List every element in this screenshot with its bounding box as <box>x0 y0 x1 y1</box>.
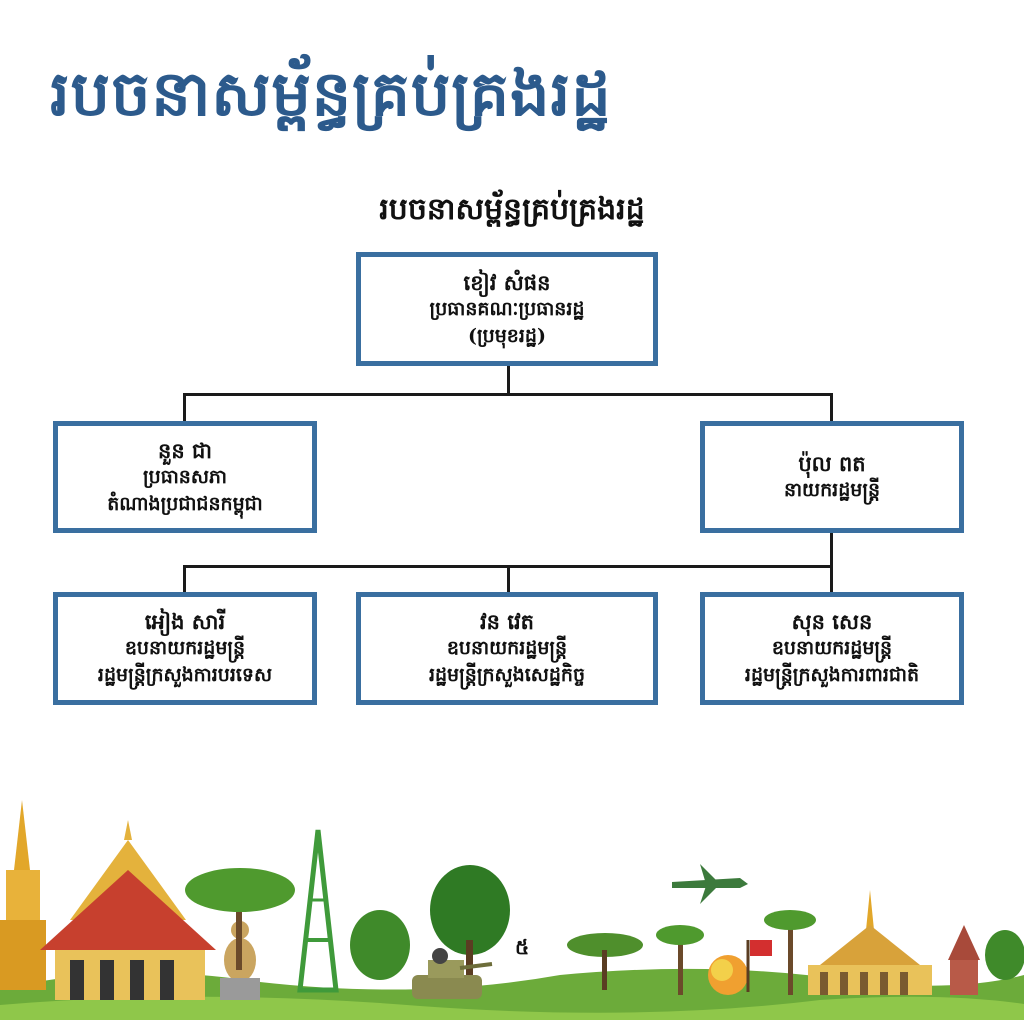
head-of-state-subtitle: (ប្រមុខរដ្ឋ) <box>468 324 546 347</box>
umbrella-tree-icon <box>567 933 643 990</box>
page-title: របចនាសម្ព័ន្ធគ្រប់គ្រងរដ្ឋ <box>50 57 612 130</box>
palm-tree-icon <box>656 925 704 995</box>
deputy-pm-defense-name: សុន សេន <box>791 609 873 634</box>
prime-minister-title: នាយករដ្ឋមន្ត្រី <box>783 479 881 501</box>
deputy-pm-foreign-title: ឧបនាយករដ្ឋមន្ត្រី <box>124 637 246 659</box>
assembly-president-box: នួន ជា ប្រធានសភា តំណាងប្រជាជនកម្ពុជា <box>53 421 317 533</box>
diagram-title: របចនាសម្ព័ន្ធគ្រប់គ្រងរដ្ឋ <box>379 192 645 227</box>
decorative-landscape-illustration <box>0 800 1024 1020</box>
connector-to-bottom-left <box>183 565 186 593</box>
connector-top-vertical <box>507 365 510 395</box>
assembly-president-subtitle: តំណាងប្រជាជនកម្ពុជា <box>107 492 263 515</box>
prime-minister-name: ប៉ុល ពត <box>798 451 866 476</box>
connector-to-bottom-middle <box>507 565 510 593</box>
connector-top-horizontal <box>183 393 833 396</box>
deputy-pm-economy-title: ឧបនាយករដ្ឋមន្ត្រី <box>446 637 568 659</box>
temple-icon <box>40 820 216 1000</box>
tree-icon <box>185 868 295 970</box>
independence-monument-icon <box>948 925 980 995</box>
deputy-pm-foreign-name: អៀង សារី <box>144 609 226 634</box>
connector-to-right-box <box>830 393 833 423</box>
assembly-president-title: ប្រធានសភា <box>142 465 228 488</box>
prime-minister-box: ប៉ុល ពត នាយករដ្ឋមន្ត្រី <box>700 421 964 533</box>
deputy-pm-defense-title: ឧបនាយករដ្ឋមន្ត្រី <box>771 637 893 659</box>
royal-palace-icon <box>808 890 932 995</box>
deputy-pm-foreign-ministry: រដ្ឋមន្ត្រីក្រសួងការបរទេស <box>97 664 273 686</box>
connector-right-down <box>830 532 833 592</box>
tree-icon-right <box>985 930 1024 980</box>
deputy-pm-foreign-box: អៀង សារី ឧបនាយករដ្ឋមន្ត្រី រដ្ឋមន្ត្រីក្… <box>53 592 317 705</box>
head-of-state-box: ខៀវ សំផន ប្រធានគណៈប្រធានរដ្ឋ (ប្រមុខរដ្ឋ… <box>356 252 658 366</box>
deputy-pm-defense-ministry: រដ្ឋមន្ត្រីក្រសួងការពារជាតិ <box>744 664 920 686</box>
flag-icon <box>746 940 772 992</box>
eiffel-tower-icon <box>297 829 339 993</box>
deputy-pm-economy-name: វន វេត <box>480 609 534 634</box>
deputy-pm-defense-box: សុន សេន ឧបនាយករដ្ឋមន្ត្រី រដ្ឋមន្ត្រីក្រ… <box>700 592 964 705</box>
stupa-icon <box>0 800 46 990</box>
assembly-president-name: នួន ជា <box>158 437 212 463</box>
palm-trees-icon <box>764 910 816 995</box>
explosion-icon <box>708 955 748 995</box>
head-of-state-title: ប្រធានគណៈប្រធានរដ្ឋ <box>429 297 585 320</box>
connector-to-left-box <box>183 393 186 423</box>
tank-icon <box>412 948 493 999</box>
grass-ground-light <box>0 996 1024 1020</box>
deputy-pm-economy-ministry: រដ្ឋមន្ត្រីក្រសួងសេដ្ឋកិច្ច <box>428 664 586 686</box>
head-of-state-name: ខៀវ សំផន <box>463 269 551 295</box>
page-number: ៥ <box>515 935 530 959</box>
deputy-pm-economy-box: វន វេត ឧបនាយករដ្ឋមន្ត្រី រដ្ឋមន្ត្រីក្រស… <box>356 592 658 705</box>
airplane-icon <box>672 864 748 904</box>
